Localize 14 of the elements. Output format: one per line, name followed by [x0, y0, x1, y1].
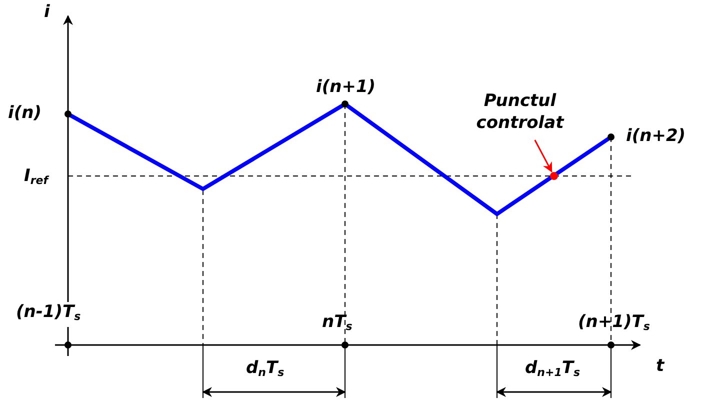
tick-label: (n-1)T$_{s}$ [16, 302, 81, 327]
point-label: i(n) [8, 103, 42, 123]
dimension-label: d$_{n}$T$_{s}$ [246, 358, 284, 381]
dimension-label: d$_{n+1}$T$_{s}$ [525, 358, 580, 381]
tick-label: nT$_{s}$ [322, 312, 352, 335]
axis-label: t [656, 356, 664, 376]
axis-label: i [44, 2, 50, 22]
point-label: i(n+2) [626, 126, 686, 146]
leader-line [534, 140, 552, 172]
point-label: i(n+1) [316, 77, 376, 97]
annotation-text: Punctul controlat [470, 90, 570, 134]
tick-label: (n+1)T$_{s}$ [578, 312, 650, 335]
controlled-point-marker [550, 172, 558, 180]
reference-label: I$_{ref}$ [24, 166, 48, 189]
